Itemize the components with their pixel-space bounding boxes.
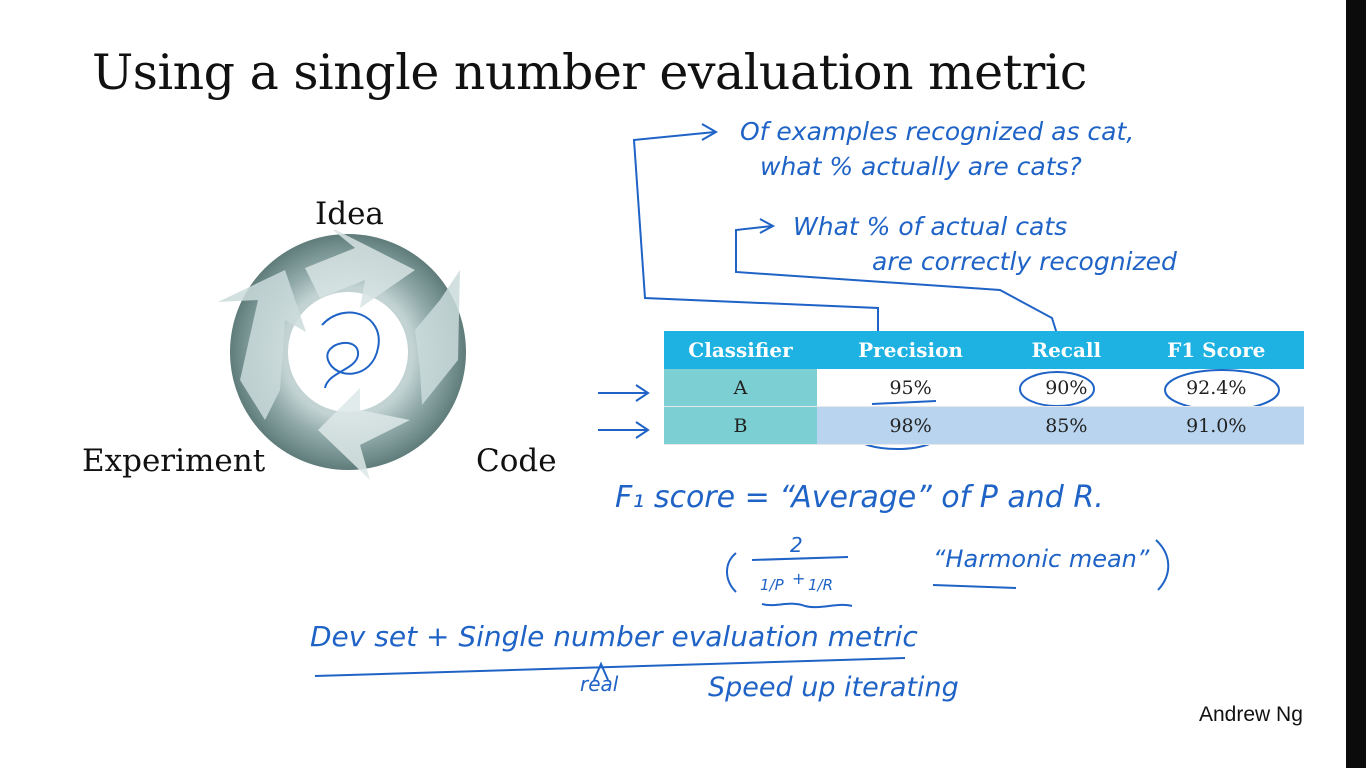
precision-note-line2: what % actually are cats? bbox=[760, 152, 1082, 181]
cycle-arrow-left bbox=[218, 270, 306, 420]
cycle-arrow-bottom bbox=[318, 388, 410, 480]
header-recall: Recall bbox=[1004, 331, 1129, 369]
recall-arrowhead bbox=[759, 218, 776, 234]
cycle-arrow-top bbox=[305, 230, 415, 308]
header-precision: Precision bbox=[817, 331, 1005, 369]
precision-connector-arrow bbox=[632, 131, 879, 334]
fraction-term-r: 1/R bbox=[808, 576, 833, 594]
precision-note-line1: Of examples recognized as cat, bbox=[740, 117, 1135, 146]
classifier-results-table: Classifier Precision Recall F1 Score A 9… bbox=[664, 331, 1304, 445]
row-b-arrow bbox=[598, 421, 650, 439]
row-a-arrow bbox=[598, 384, 650, 402]
iteration-cycle-diagram bbox=[218, 230, 466, 480]
table-row: B 98% 85% 91.0% bbox=[664, 406, 1304, 445]
window-edge-bar bbox=[1346, 0, 1366, 768]
dev-set-metric-note: Dev set + Single number evaluation metri… bbox=[310, 620, 918, 653]
cycle-label-code: Code bbox=[476, 443, 557, 479]
cell-classifier-a: A bbox=[664, 369, 817, 407]
real-note: real bbox=[580, 672, 619, 696]
dev-set-underline bbox=[314, 657, 906, 677]
cycle-center bbox=[288, 292, 408, 412]
fraction-plus: + bbox=[792, 569, 805, 588]
paren-left bbox=[726, 552, 737, 593]
cycle-label-idea: Idea bbox=[315, 196, 384, 232]
fraction-numerator: 2 bbox=[790, 533, 803, 557]
header-f1-score: F1 Score bbox=[1128, 331, 1304, 369]
fraction-term-p: 1/P bbox=[760, 576, 785, 594]
cell-f1-a: 92.4% bbox=[1128, 369, 1304, 407]
metric-caret bbox=[593, 661, 609, 681]
cell-f1-b: 91.0% bbox=[1128, 406, 1304, 445]
cell-classifier-b: B bbox=[664, 406, 817, 445]
table-header-row: Classifier Precision Recall F1 Score bbox=[664, 331, 1304, 369]
cell-recall-a: 90% bbox=[1004, 369, 1129, 407]
recall-note-line2: are correctly recognized bbox=[872, 247, 1177, 276]
scribble-mark bbox=[321, 311, 380, 389]
precision-arrowhead bbox=[701, 123, 719, 141]
recall-connector-arrow bbox=[735, 225, 1058, 335]
author-name: Andrew Ng bbox=[1199, 703, 1303, 726]
fraction-bar bbox=[751, 556, 849, 561]
harmonic-mean-note: “Harmonic mean” bbox=[933, 545, 1150, 573]
slide-title: Using a single number evaluation metric bbox=[92, 44, 1087, 101]
cell-precision-b: 98% bbox=[817, 406, 1005, 445]
paren-right bbox=[1155, 539, 1170, 591]
recall-note-line1: What % of actual cats bbox=[793, 212, 1068, 241]
speed-up-note: Speed up iterating bbox=[708, 672, 959, 703]
cell-recall-b: 85% bbox=[1004, 406, 1129, 445]
header-classifier: Classifier bbox=[664, 331, 817, 369]
fraction-squiggle bbox=[761, 602, 853, 609]
cycle-label-experiment: Experiment bbox=[82, 443, 266, 479]
cell-precision-a: 95% bbox=[817, 369, 1005, 407]
cycle-arrow-right bbox=[415, 270, 460, 405]
f1-definition-note: F₁ score = “Average” of P and R. bbox=[615, 480, 1104, 515]
harmonic-underline bbox=[932, 584, 1017, 589]
table-row: A 95% 90% 92.4% bbox=[664, 369, 1304, 407]
